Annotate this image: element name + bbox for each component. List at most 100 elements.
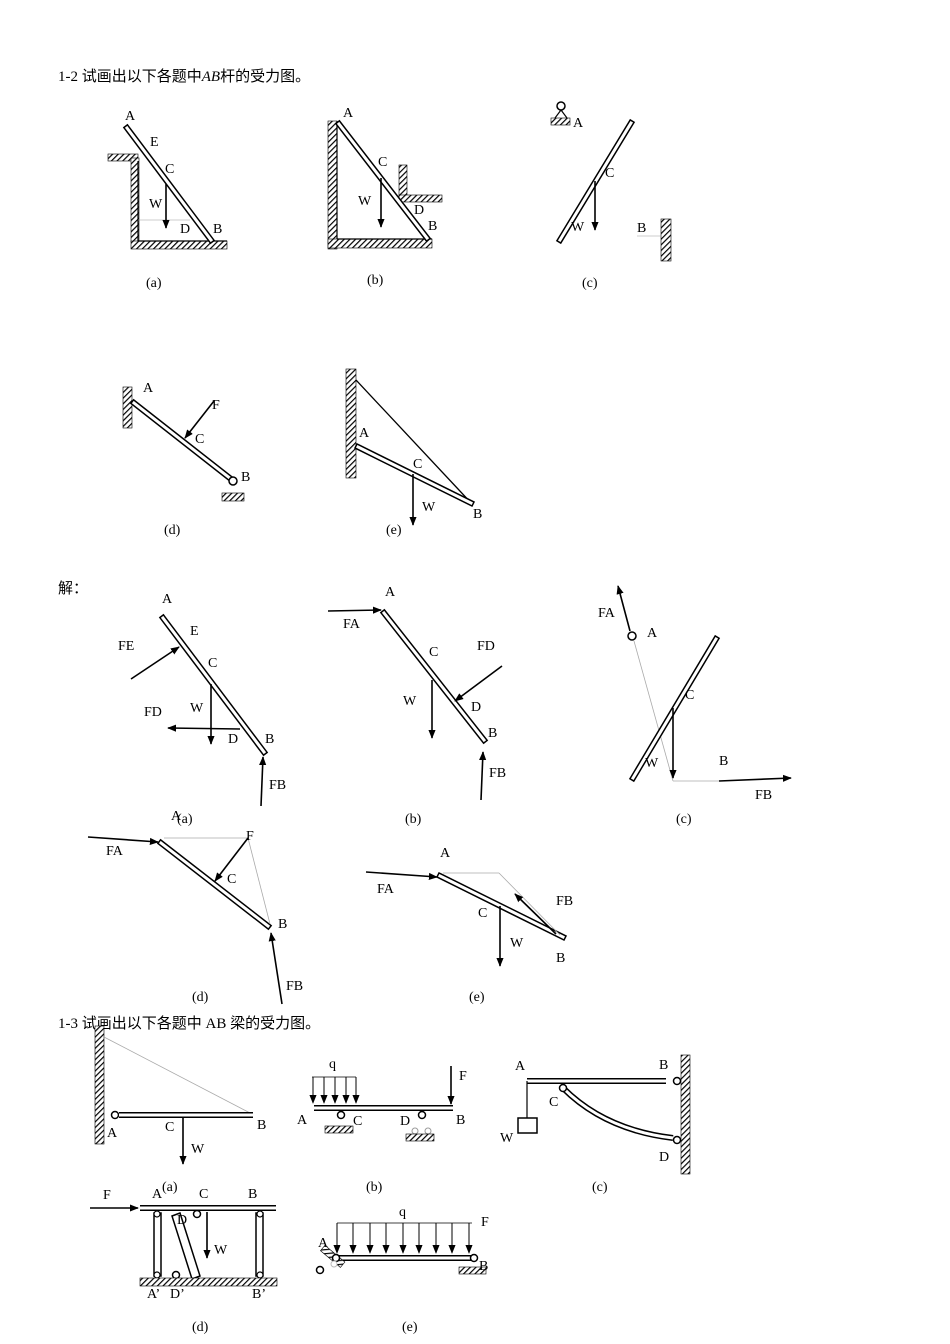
label-W: W — [422, 500, 436, 515]
label-A-prime: A’ — [147, 1287, 160, 1302]
label-B: B — [659, 1058, 668, 1073]
label-F: F — [212, 398, 220, 413]
caption-a: (a) — [162, 1180, 178, 1195]
caption-a: (a) — [177, 812, 193, 827]
label-A: A — [125, 109, 136, 124]
label-B: B — [479, 1259, 488, 1274]
problem-1-2-heading: 1-2 试画出以下各题中AB杆的受力图。 — [58, 69, 311, 85]
label-q: q — [399, 1205, 406, 1220]
label-W: W — [403, 694, 417, 709]
label-A: A — [318, 1236, 329, 1251]
label-W: W — [571, 220, 585, 235]
label-A: A — [162, 592, 173, 607]
figure-1-2d: A F C B (d) — [122, 381, 250, 538]
caption-a: (a) — [146, 276, 162, 291]
figure-1-3e: q F A B (e) — [315, 1205, 489, 1335]
label-B: B — [556, 951, 565, 966]
label-B: B — [456, 1113, 465, 1128]
label-A: A — [573, 116, 584, 131]
label-B: B — [241, 470, 250, 485]
figure-1-3d: F A C B D W A’ D’ B’ (d) — [90, 1187, 278, 1335]
label-B: B — [257, 1118, 266, 1133]
force-FB: FB — [286, 979, 303, 994]
label-C: C — [353, 1114, 362, 1129]
force-FB: FB — [489, 766, 506, 781]
label-C: C — [227, 872, 236, 887]
caption-e: (e) — [402, 1320, 418, 1335]
solution-b: A C W D B FA FD FB (b) — [327, 585, 506, 827]
force-FA: FA — [106, 844, 124, 859]
figure-1-2b: A C W D B (b) — [327, 106, 443, 288]
caption-e: (e) — [469, 990, 485, 1005]
label-D: D — [414, 203, 424, 218]
label-B: B — [265, 732, 274, 747]
label-C: C — [685, 688, 694, 703]
label-A: A — [343, 106, 354, 121]
label-B-prime: B’ — [252, 1287, 266, 1302]
label-F: F — [481, 1215, 489, 1230]
label-F: F — [246, 829, 254, 844]
figure-1-3c: A B C W D (c) — [500, 1054, 691, 1195]
figure-1-2e: A C W B (e) — [345, 368, 482, 538]
caption-c: (c) — [676, 812, 692, 827]
label-B: B — [488, 726, 497, 741]
label-D: D — [228, 732, 238, 747]
label-B: B — [213, 222, 222, 237]
label-W: W — [500, 1131, 514, 1146]
caption-b: (b) — [366, 1180, 383, 1195]
label-C: C — [549, 1095, 558, 1110]
label-A: A — [359, 426, 370, 441]
caption-d: (d) — [164, 523, 181, 538]
problem-1-3-heading: 1-3 试画出以下各题中 AB 梁的受力图。 — [58, 1016, 321, 1032]
label-C: C — [165, 162, 174, 177]
solution-e: A FA C FB W B (e) — [365, 846, 573, 1005]
label-C: C — [195, 432, 204, 447]
label-E: E — [150, 135, 159, 150]
caption-b: (b) — [367, 273, 384, 288]
label-A: A — [647, 626, 658, 641]
label-A: A — [515, 1059, 526, 1074]
label-B: B — [248, 1187, 257, 1202]
caption-d: (d) — [192, 990, 209, 1005]
solution-c: FA A C W B FB (c) — [598, 585, 792, 827]
label-D: D — [400, 1114, 410, 1129]
force-FD: FD — [144, 705, 162, 720]
force-FD: FD — [477, 639, 495, 654]
force-FA: FA — [598, 606, 616, 621]
label-W: W — [149, 197, 163, 212]
label-A: A — [152, 1187, 163, 1202]
label-W: W — [645, 756, 659, 771]
label-W: W — [358, 194, 372, 209]
label-C: C — [413, 457, 422, 472]
label-D-prime: D’ — [170, 1287, 185, 1302]
label-C: C — [165, 1120, 174, 1135]
label-B: B — [278, 917, 287, 932]
solution-a: A E C W D B FE FD FB (a) — [118, 592, 286, 827]
figure-1-3a: A C B W (a) — [94, 1025, 266, 1195]
force-FE: FE — [118, 639, 134, 654]
label-D: D — [471, 700, 481, 715]
force-FA: FA — [377, 882, 395, 897]
label-B: B — [719, 754, 728, 769]
figure-1-2c: A C W B (c) — [550, 101, 672, 291]
label-B: B — [473, 507, 482, 522]
caption-d: (d) — [192, 1320, 209, 1335]
label-C: C — [429, 645, 438, 660]
solution-d: A F FA C B FB (d) — [87, 809, 303, 1005]
force-FB: FB — [755, 788, 772, 803]
label-B: B — [637, 221, 646, 236]
label-A: A — [107, 1126, 118, 1141]
label-A: A — [385, 585, 396, 600]
caption-b: (b) — [405, 812, 422, 827]
label-C: C — [208, 656, 217, 671]
label-C: C — [478, 906, 487, 921]
label-C: C — [199, 1187, 208, 1202]
label-W: W — [510, 936, 524, 951]
label-C: C — [605, 166, 614, 181]
caption-e: (e) — [386, 523, 402, 538]
label-A: A — [440, 846, 451, 861]
label-D: D — [177, 1213, 187, 1228]
label-q: q — [329, 1057, 336, 1072]
label-W: W — [190, 701, 204, 716]
